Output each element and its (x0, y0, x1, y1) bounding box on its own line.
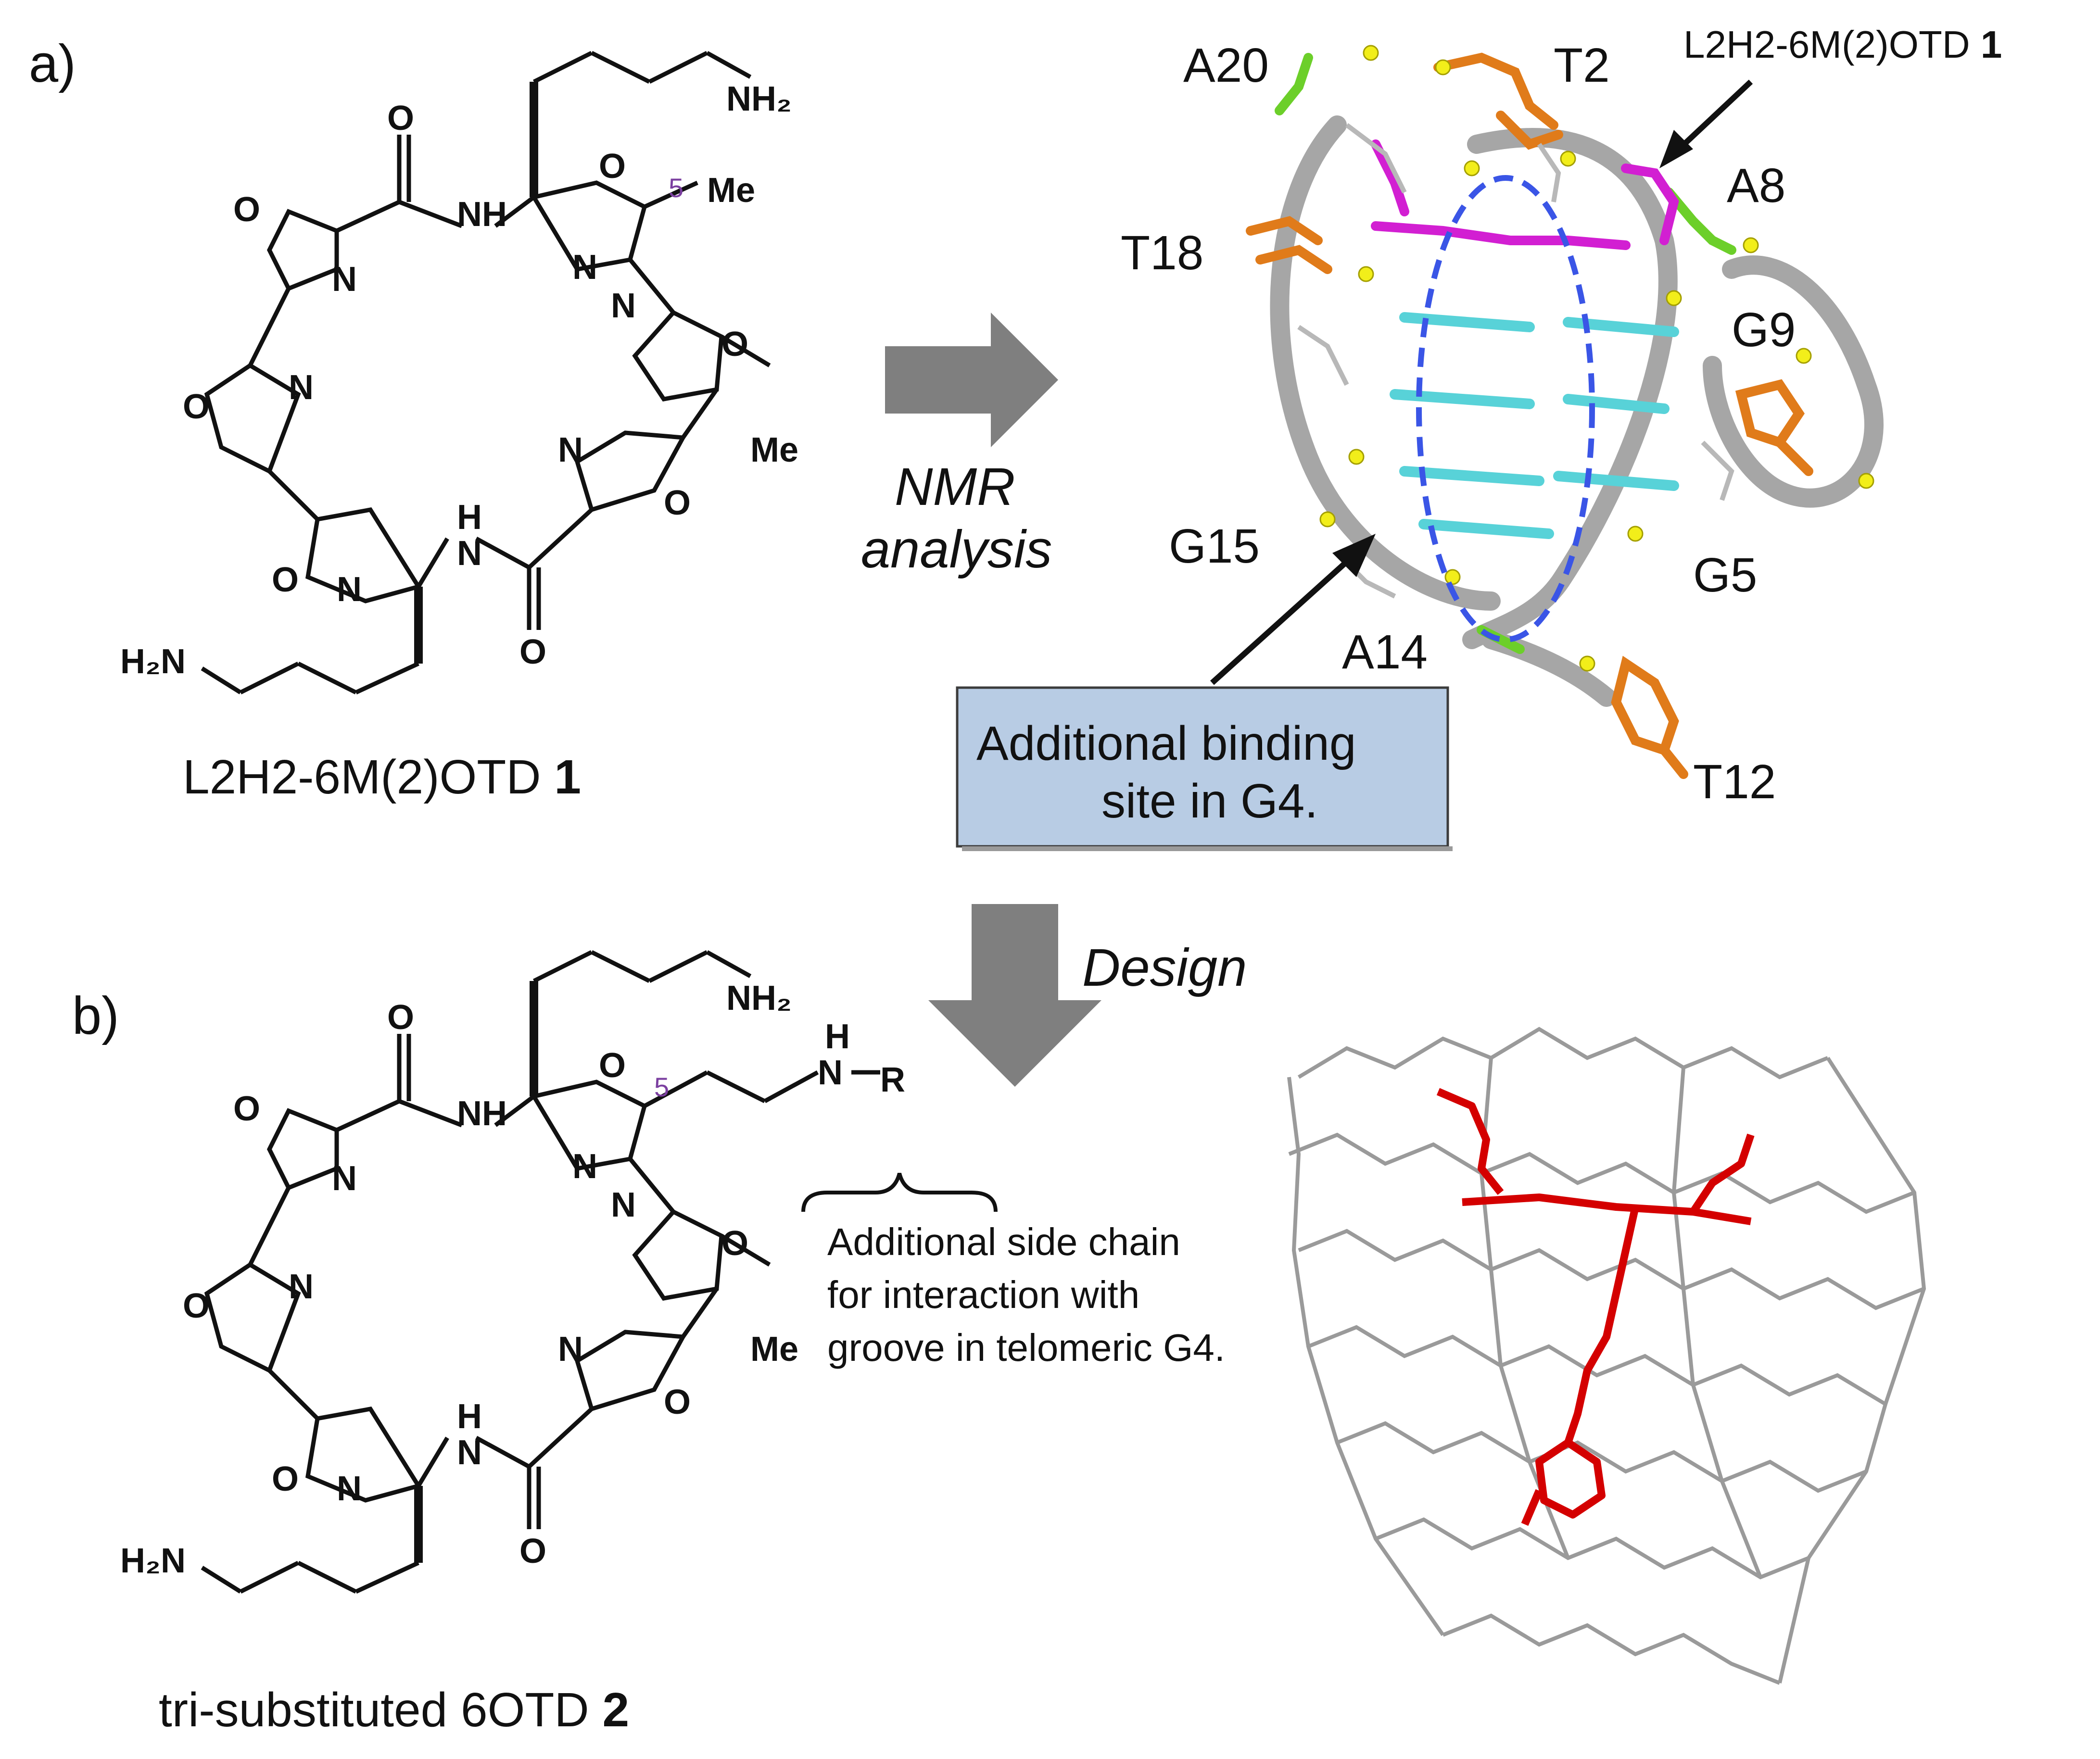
svg-text:N: N (289, 368, 314, 407)
svg-text:O: O (599, 147, 626, 186)
svg-text:N: N (289, 1268, 314, 1306)
analysis-label: analysis (861, 520, 1052, 579)
molecule-1-structure (201, 50, 771, 695)
residue-a14: A14 (1342, 625, 1428, 679)
methyl-mid: Me (750, 431, 798, 469)
svg-text:O: O (387, 99, 414, 138)
nh2-top-2: NH₂ (726, 979, 792, 1018)
design-arrow (928, 904, 1101, 1087)
design-label: Design (1082, 938, 1247, 997)
residue-labels: A20 T2 A8 T18 G9 G15 G5 A14 T12 (1121, 38, 1796, 809)
svg-text:Additional side chain: Additional side chain (827, 1220, 1180, 1263)
residue-g9: G9 (1732, 303, 1796, 357)
svg-text:N: N (337, 1470, 362, 1508)
ligand-callout: L2H2-6M(2)OTD 1 (1659, 23, 2002, 168)
binding-site-line2: site in G4. (1101, 774, 1318, 828)
binding-site-line1: Additional binding (976, 716, 1356, 770)
svg-text:O: O (519, 633, 546, 671)
svg-text:N: N (611, 287, 636, 325)
molecule-2-atom-labels: O N O NH O N N O N O H N O N O N O NH₂ H… (120, 979, 905, 1580)
residue-g5: G5 (1693, 548, 1757, 602)
methyl-top: Me (707, 171, 755, 210)
residue-t18: T18 (1121, 226, 1203, 280)
svg-text:O: O (272, 1460, 299, 1498)
svg-text:N: N (332, 1159, 357, 1198)
svg-text:N: N (558, 431, 583, 469)
methyl-mid-2: Me (750, 1330, 798, 1369)
sidechain-n: N (818, 1054, 843, 1092)
svg-text:N: N (337, 570, 362, 609)
svg-text:N: N (611, 1186, 636, 1224)
svg-text:O: O (183, 388, 210, 426)
svg-text:O: O (387, 998, 414, 1037)
svg-text:H: H (457, 498, 482, 537)
svg-text:N: N (332, 260, 357, 299)
svg-text:N: N (457, 1433, 482, 1472)
svg-text:O: O (233, 190, 260, 229)
binding-site-callout (956, 534, 1453, 851)
svg-text:groove in telomeric G4.: groove in telomeric G4. (827, 1326, 1225, 1369)
nh2-top: NH₂ (726, 80, 792, 118)
svg-text:O: O (721, 1224, 748, 1263)
molecule-1-atom-labels: O N O NH O N N O N O H N O N O N O NH₂ H… (120, 80, 798, 681)
svg-text:N: N (457, 534, 482, 573)
locant-5: 5 (669, 173, 683, 203)
nh2-bottom-2: H₂N (120, 1542, 186, 1580)
sidechain-note: Additional side chain for interaction wi… (827, 1220, 1225, 1369)
sidechain-r: R (880, 1061, 905, 1099)
nh2-bottom: H₂N (120, 642, 186, 681)
g4-nmr-structure (1246, 45, 1884, 779)
g4-docking-model (1287, 1027, 1926, 1685)
svg-text:NH: NH (457, 195, 507, 234)
locant-5-b: 5 (654, 1072, 669, 1102)
residue-a8: A8 (1727, 159, 1785, 213)
compound-2-caption: tri-substituted 6OTD 2 (159, 1683, 629, 1737)
svg-text:NH: NH (457, 1094, 507, 1133)
residue-a20: A20 (1183, 38, 1269, 92)
svg-text:O: O (599, 1046, 626, 1085)
residue-t12: T12 (1693, 755, 1776, 809)
residue-t2: T2 (1554, 38, 1610, 92)
svg-text:H: H (457, 1397, 482, 1436)
svg-text:N: N (572, 1147, 597, 1186)
molecule-2-structure (201, 950, 998, 1594)
residue-g15: G15 (1169, 519, 1260, 573)
sidechain-h: H (825, 1018, 850, 1056)
svg-text:N: N (558, 1330, 583, 1369)
svg-text:O: O (272, 561, 299, 599)
panel-a-label: a) (29, 34, 76, 93)
nmr-label: NMR (895, 457, 1015, 516)
svg-text:O: O (183, 1287, 210, 1325)
svg-text:O: O (664, 1383, 691, 1421)
svg-text:O: O (664, 484, 691, 522)
nmr-arrow (885, 313, 1058, 447)
svg-text:L2H2-6M(2)OTD 1: L2H2-6M(2)OTD 1 (1683, 23, 2002, 66)
compound-1-caption: L2H2-6M(2)OTD 1 (183, 750, 581, 804)
svg-text:O: O (233, 1090, 260, 1128)
svg-text:for interaction with: for interaction with (827, 1273, 1139, 1316)
svg-text:N: N (572, 248, 597, 287)
panel-b-label: b) (72, 986, 119, 1045)
svg-text:O: O (721, 325, 748, 364)
svg-text:O: O (519, 1532, 546, 1571)
